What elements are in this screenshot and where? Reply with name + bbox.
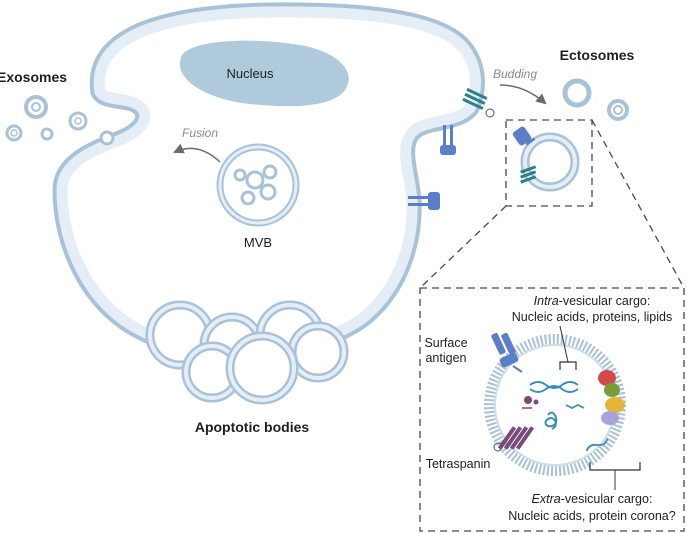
- fusion-arrow: [173, 143, 221, 163]
- budding-arrow: [499, 84, 547, 105]
- intra-cargo-title: Intra-vesicular cargo:: [534, 294, 651, 308]
- zoom-box-small: [505, 119, 593, 207]
- protein-corona-icon: [598, 370, 625, 425]
- ectosomes-label: Ectosomes: [560, 47, 635, 63]
- detail-panel: [419, 287, 685, 532]
- nucleus-shape: [179, 40, 349, 107]
- mvb: [216, 143, 300, 227]
- zoom-line-left: [419, 205, 507, 289]
- extra-cargo-bracket: [589, 462, 641, 471]
- exosomes-label: Exosomes: [0, 69, 67, 85]
- extra-cargo-items: Nucleic acids, protein corona?: [508, 509, 675, 523]
- exosome-vesicles: [5, 95, 115, 146]
- intra-cargo-items: Nucleic acids, proteins, lipids: [512, 310, 673, 324]
- ectosome-vesicles: [562, 78, 629, 121]
- surface-antigen-label-line1: Surface: [424, 336, 467, 350]
- antigen-cell-icon-1: [440, 125, 456, 155]
- apoptotic-bodies: [145, 300, 349, 405]
- surface-antigen-icon: [491, 332, 523, 373]
- budding-label: Budding: [493, 67, 537, 81]
- nucleus-label: Nucleus: [227, 66, 274, 81]
- fusion-label: Fusion: [182, 126, 218, 140]
- extra-dna-icon: [585, 438, 609, 452]
- zoom-line-right: [591, 119, 685, 289]
- antigen-cell-icon-2: [408, 192, 440, 210]
- apoptotic-bodies-label: Apoptotic bodies: [195, 419, 310, 435]
- tetraspanin-icon: [493, 426, 535, 452]
- ectosome-detail-small: [512, 126, 580, 192]
- extra-cargo-title: Extra-vesicular cargo:: [532, 492, 653, 506]
- surface-antigen-label-line2: antigen: [425, 351, 466, 365]
- mvb-label: MVB: [244, 235, 272, 250]
- tetraspanin-cell-icon: [462, 87, 495, 118]
- tetraspanin-label: Tetraspanin: [426, 457, 491, 471]
